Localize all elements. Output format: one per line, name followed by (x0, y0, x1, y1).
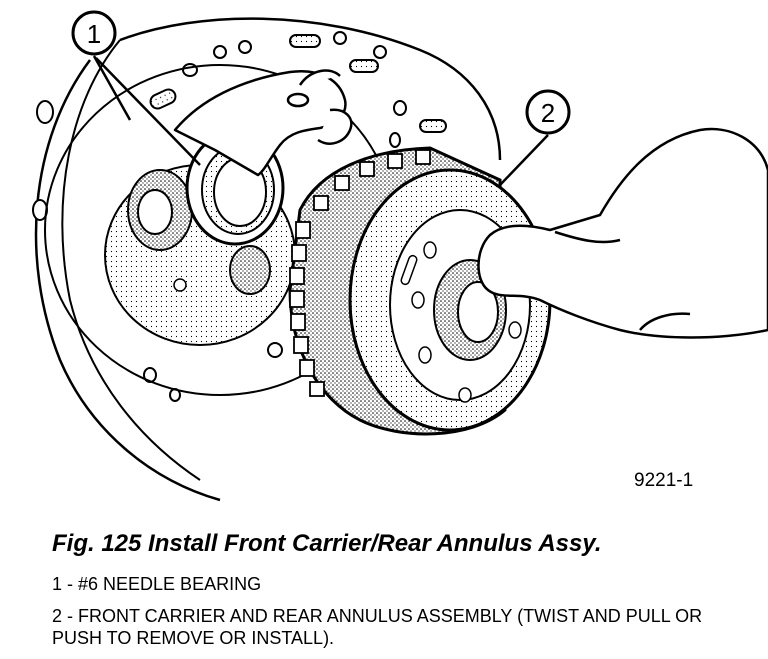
legend-item-1: 1 - #6 NEEDLE BEARING (52, 574, 262, 594)
transmission-illustration: 1 2 (32, 10, 768, 502)
right-hand (477, 127, 768, 339)
legend: 1 - #6 NEEDLE BEARING 2 - FRONT CARRIER … (52, 573, 732, 659)
case-bolt-holes (32, 31, 407, 402)
transmission-case (34, 17, 502, 502)
callout-2: 2 (525, 89, 571, 135)
callout-1: 1 (71, 10, 117, 56)
callout-1-label: 1 (87, 19, 101, 49)
legend-item-2: 2 - FRONT CARRIER AND REAR ANNULUS ASSEM… (52, 606, 703, 648)
figure-number: 9221-1 (634, 470, 694, 491)
leader-lines (92, 55, 549, 186)
case-slots (149, 34, 447, 133)
callout-2-label: 2 (541, 98, 555, 128)
left-hand (173, 69, 353, 177)
figure-caption: Fig. 125 Install Front Carrier/Rear Annu… (52, 530, 602, 557)
